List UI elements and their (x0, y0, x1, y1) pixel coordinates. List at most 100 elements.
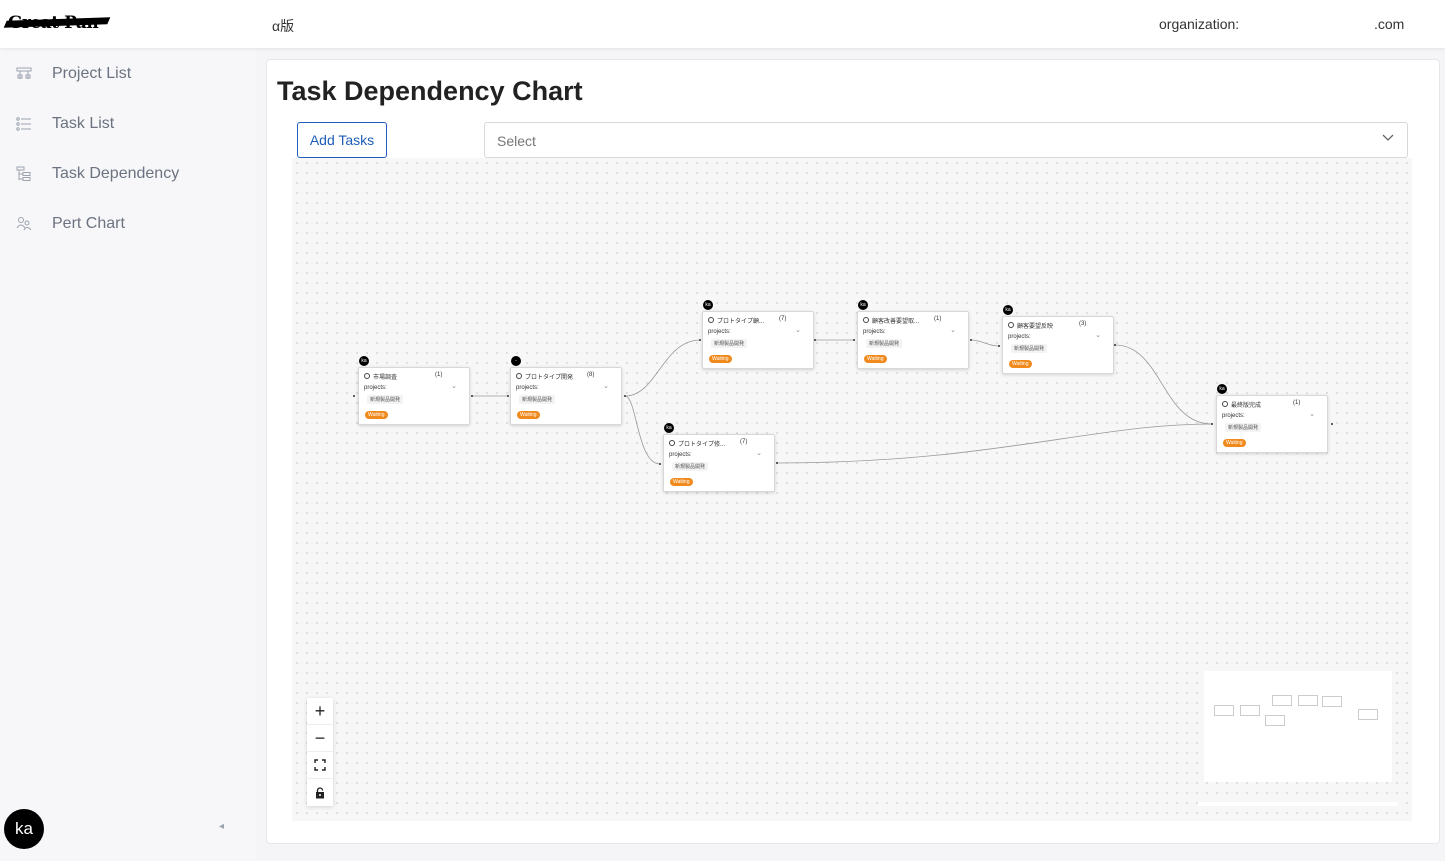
status-badge: Waiting (517, 411, 540, 419)
chevron-down-icon[interactable]: ⌄ (950, 327, 956, 334)
edge-handle (659, 463, 661, 465)
list-icon (16, 117, 31, 131)
sidebar-item-label: Pert Chart (52, 215, 125, 232)
collapse-sidebar-icon[interactable]: ◂ (219, 821, 225, 832)
edge-handle (1114, 344, 1116, 346)
status-badge: Waiting (1009, 360, 1032, 368)
hierarchy-icon (16, 67, 32, 79)
edge-handle (507, 395, 509, 397)
edge (1114, 344, 1213, 425)
zoom-in-button[interactable]: + (307, 698, 333, 725)
user-avatar[interactable]: ka (4, 809, 44, 849)
sidebar-item-task-dependency[interactable]: Task Dependency (0, 149, 256, 199)
edge-handle (1211, 423, 1213, 425)
project-tag: 新規製品開発 (1011, 344, 1048, 353)
task-count: (8) (587, 372, 595, 378)
task-select[interactable]: Select (484, 122, 1408, 158)
edge (970, 339, 1000, 347)
owner-badge: ka (1217, 384, 1227, 394)
task-node[interactable]: ka プロトタイプ修... (7) ⌄ projects: 新規製品開発 Wai… (663, 423, 775, 492)
status-badge: Waiting (709, 355, 732, 363)
projects-label: projects: (516, 385, 539, 391)
chevron-down-icon[interactable]: ⌄ (1309, 411, 1315, 418)
owner-badge: ka (703, 300, 713, 310)
project-tag: 新規製品開発 (672, 462, 709, 471)
tree-icon (16, 166, 31, 181)
edge-handle (353, 395, 355, 397)
projects-label: projects: (1222, 413, 1245, 419)
fit-view-button[interactable] (307, 752, 333, 779)
people-icon (16, 217, 32, 231)
status-badge: Waiting (670, 478, 693, 486)
edge-handle (776, 462, 778, 464)
project-tag: 新規製品開発 (367, 395, 404, 404)
add-tasks-button[interactable]: Add Tasks (297, 122, 387, 158)
plus-icon: + (314, 700, 326, 721)
minimap-node (1298, 695, 1318, 706)
status-badge: Waiting (864, 355, 887, 363)
task-name: 顧客改善要望取... (872, 319, 920, 325)
task-node[interactable]: ka 市場調査 (1) ⌄ projects: 新規製品開発 Waiting (358, 356, 470, 425)
sidebar-item-label: Task List (52, 115, 115, 132)
organization-domain: .com (1374, 16, 1405, 32)
project-tag: 新規製品開発 (1225, 423, 1262, 432)
task-name: プロトタイプ開発 (525, 375, 574, 381)
projects-label: projects: (708, 329, 731, 335)
minimap-node (1240, 705, 1260, 716)
project-tag: 新規製品開発 (519, 395, 556, 404)
chevron-down-icon[interactable]: ⌄ (795, 327, 801, 334)
owner-badge: ka (1003, 305, 1013, 315)
edges-layer (353, 339, 1333, 465)
task-node[interactable]: ka プロトタイプ顧... (7) ⌄ projects: 新規製品開発 Wai… (702, 300, 814, 369)
chevron-down-icon[interactable]: ⌄ (1095, 332, 1101, 339)
sidebar-item-label: Project List (52, 65, 132, 82)
edge-handle (970, 339, 972, 341)
chevron-down-icon[interactable]: ⌄ (451, 383, 457, 390)
minimap-scrollbar[interactable] (1198, 802, 1398, 806)
projects-label: projects: (364, 385, 387, 391)
page-title: Task Dependency Chart (277, 76, 583, 106)
task-node[interactable]: ka 顧客改善要望取... (1) ⌄ projects: 新規製品開発 Wai… (857, 300, 969, 369)
task-node[interactable]: - プロトタイプ開発 (8) ⌄ projects: 新規製品開発 Waitin… (510, 356, 622, 425)
chevron-down-icon (1382, 134, 1394, 141)
edge-handle (998, 345, 1000, 347)
owner-badge: ka (664, 423, 674, 433)
check-circle-icon (708, 317, 714, 323)
chevron-down-icon[interactable]: ⌄ (603, 383, 609, 390)
zoom-out-button[interactable]: − (307, 725, 333, 752)
logo[interactable]: Great Pan (3, 13, 111, 33)
edge-handle (471, 395, 473, 397)
sidebar-item-project-list[interactable]: Project List (0, 49, 256, 99)
owner-badge: ka (359, 356, 369, 366)
task-name: 市場調査 (373, 375, 398, 381)
minimap-node (1358, 709, 1378, 720)
task-node[interactable]: ka 最終版完成 (1) ⌄ projects: 新規製品開発 Waiting (1216, 384, 1328, 453)
edge (776, 423, 1213, 464)
status-badge: Waiting (365, 411, 388, 419)
task-count: (1) (435, 372, 443, 378)
chevron-down-icon[interactable]: ⌄ (756, 450, 762, 457)
minus-icon: − (314, 727, 326, 748)
edge-handle (1331, 423, 1333, 425)
check-circle-icon (1222, 401, 1228, 407)
task-name: 顧客要望反映 (1017, 324, 1054, 330)
sidebar-item-pert-chart[interactable]: Pert Chart (0, 199, 256, 249)
task-node[interactable]: ka 顧客要望反映 (3) ⌄ projects: 新規製品開発 Waiting (1002, 305, 1114, 374)
check-circle-icon (1008, 322, 1014, 328)
projects-label: projects: (863, 329, 886, 335)
task-count: (7) (779, 316, 787, 322)
check-circle-icon (364, 373, 370, 379)
lock-button[interactable] (307, 779, 333, 806)
select-placeholder: Select (497, 133, 536, 149)
organization-label: organization: (1159, 16, 1240, 32)
sidebar-item-task-list[interactable]: Task List (0, 99, 256, 149)
minimap[interactable] (1204, 671, 1392, 782)
task-name: プロトタイプ顧... (717, 319, 765, 325)
check-circle-icon (516, 373, 522, 379)
task-count: (1) (1293, 400, 1301, 406)
edge-handle (814, 339, 816, 341)
owner-badge: ka (858, 300, 868, 310)
version-label: α版 (272, 18, 295, 34)
minimap-node (1272, 695, 1292, 706)
top-header: Great Pan α版 organization: .com (0, 0, 1445, 48)
